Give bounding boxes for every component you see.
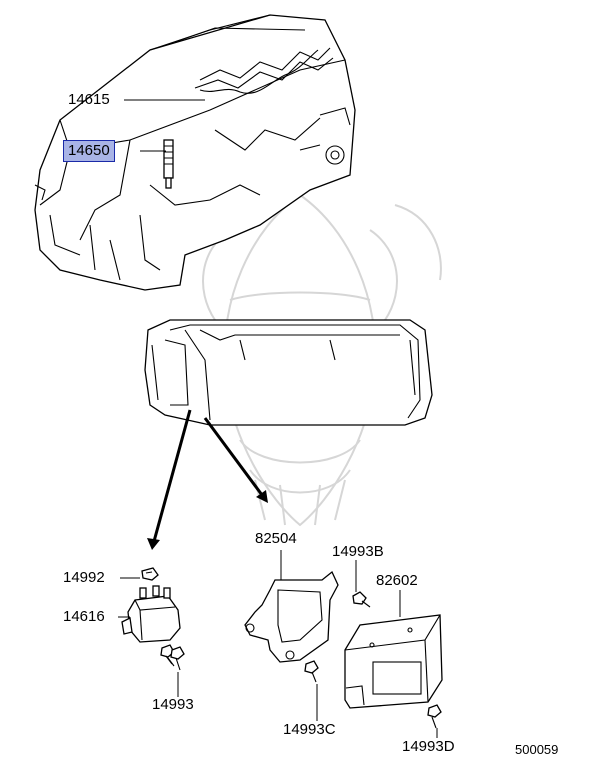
leader-lines [118,550,438,738]
callout-14993D[interactable]: 14993D [402,738,455,755]
pointer-arrows [147,409,268,550]
callout-14616[interactable]: 14616 [63,608,105,625]
callout-14992[interactable]: 14992 [63,569,105,586]
engine-illustration [34,14,356,291]
callout-82602[interactable]: 82602 [376,572,418,589]
bracket-82504 [244,570,339,663]
callout-14993[interactable]: 14993 [152,696,194,713]
relay-assembly [121,567,185,671]
callout-14993C[interactable]: 14993C [283,721,336,738]
callout-14650[interactable]: 14650 [63,140,115,162]
callout-82504[interactable]: 82504 [255,530,297,547]
control-unit-82602 [344,614,443,709]
callout-14993B[interactable]: 14993B [332,543,384,560]
bolts [304,591,442,729]
reference-number: 500059 [515,742,559,757]
vehicle-illustration [144,319,433,426]
callout-14615[interactable]: 14615 [68,91,110,108]
